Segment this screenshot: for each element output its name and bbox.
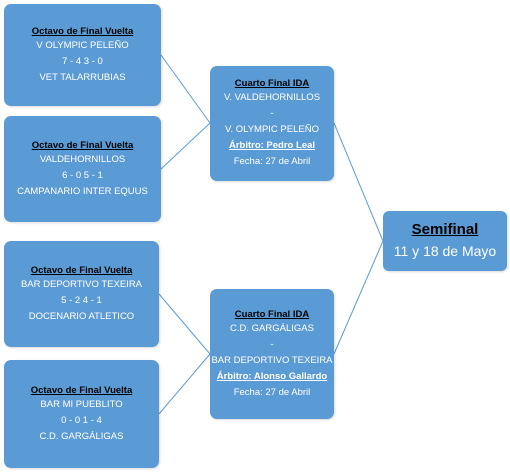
team-a: BAR DEPORTIVO TEXEIRA (20, 278, 143, 290)
match-date: Fecha: 27 de Abril (233, 386, 311, 398)
semifinal-dates: 11 y 18 de Mayo (393, 243, 497, 259)
match-title: Octavo de Final Vuelta (30, 384, 133, 396)
team-b: C.D. GARGÁLIGAS (39, 430, 124, 442)
semifinal-box: Semifinal 11 y 18 de Mayo (383, 211, 507, 271)
referee: Árbitro: Pedro Leal (228, 140, 316, 151)
semifinal-title: Semifinal (411, 221, 479, 238)
match-title: Cuarto Final IDA (234, 78, 310, 89)
team-a: VALDEHORNILLOS (39, 153, 126, 165)
team-b: BAR DEPORTIVO TEXEIRA (211, 354, 333, 366)
versus-separator: - (270, 338, 274, 350)
team-b: DOCENARIO ATLETICO (28, 310, 135, 322)
match-title: Cuarto Final IDA (234, 308, 310, 320)
team-a: V. VALDEHORNILLOS (223, 92, 321, 103)
match-date: Fecha: 27 de Abril (233, 156, 311, 167)
match-title: Octavo de Final Vuelta (31, 139, 134, 151)
team-b: VET TALARRUBIAS (39, 71, 126, 83)
connector-o2-q1 (160, 122, 211, 170)
connector-o3-q2 (158, 293, 211, 355)
octavo-match-2: Octavo de Final Vuelta VALDEHORNILLOS 6 … (4, 116, 161, 222)
match-score: 7 - 4 3 - 0 (62, 55, 103, 67)
cuarto-match-1: Cuarto Final IDA V. VALDEHORNILLOS - V. … (210, 66, 334, 181)
team-a: BAR MI PUEBLITO (40, 398, 123, 410)
octavo-match-4: Octavo de Final Vuelta BAR MI PUEBLITO 0… (4, 360, 159, 468)
versus-separator: - (270, 108, 274, 119)
connector-q2-sf (333, 240, 384, 355)
team-a: V OLYMPIC PELEÑO (36, 39, 129, 51)
match-score: 0 - 0 1 - 4 (61, 414, 102, 426)
connector-o1-q1 (160, 54, 211, 124)
referee: Árbitro: Alonso Gallardo (216, 370, 328, 382)
match-title: Octavo de Final Vuelta (30, 264, 133, 276)
connector-q1-sf (333, 122, 384, 242)
connector-o4-q2 (158, 353, 211, 415)
team-b: CAMPANARIO INTER EQUUS (17, 185, 148, 197)
match-score: 6 - 0 5 - 1 (62, 169, 103, 181)
octavo-match-1: Octavo de Final Vuelta V OLYMPIC PELEÑO … (4, 4, 161, 106)
team-b: V. OLYMPIC PELEÑO (225, 124, 319, 135)
octavo-match-3: Octavo de Final Vuelta BAR DEPORTIVO TEX… (4, 241, 159, 347)
match-score: 5 - 2 4 - 1 (61, 294, 102, 306)
match-title: Octavo de Final Vuelta (31, 25, 134, 37)
team-a: C.D. GARGÁLIGAS (230, 322, 314, 334)
cuarto-match-2: Cuarto Final IDA C.D. GARGÁLIGAS - BAR D… (210, 289, 334, 419)
